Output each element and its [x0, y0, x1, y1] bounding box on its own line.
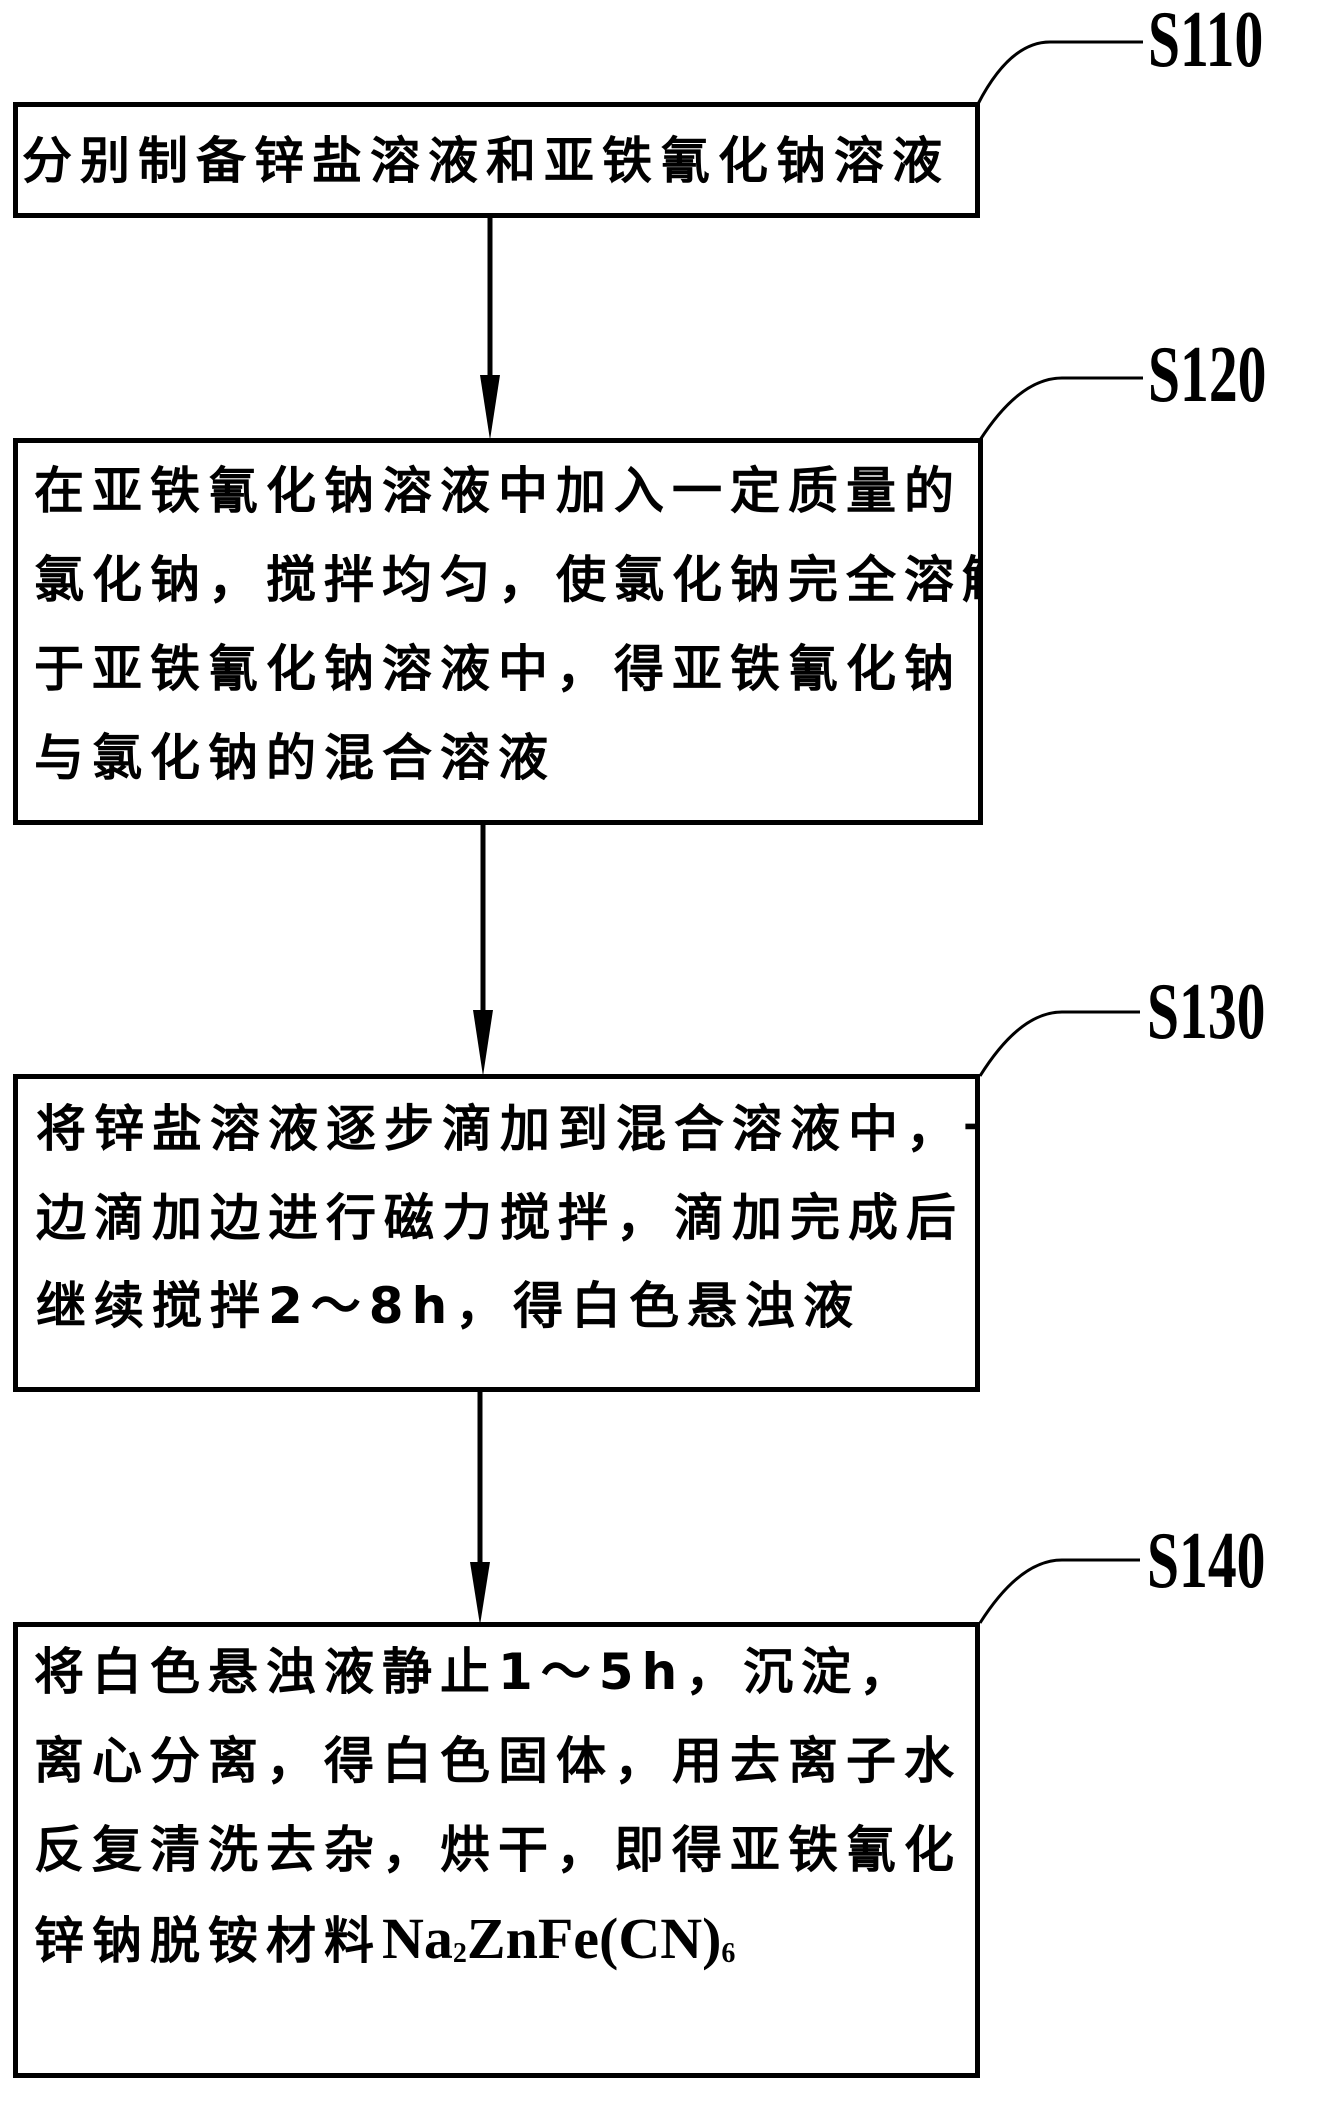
arrow-s110-to-s120: [480, 215, 500, 440]
step-text-line: 在亚铁氰化钠溶液中加入一定质量的: [34, 462, 962, 520]
formula-subscript: 6: [721, 1938, 736, 1969]
step-text-line: 离心分离，得白色固体，用去离子水: [34, 1732, 962, 1790]
step-text-line: 反复清洗去杂，烘干，即得亚铁氰化: [34, 1821, 962, 1879]
leader-line-s130: [978, 1010, 1140, 1077]
step-box-s110: 分别制备锌盐溶液和亚铁氰化钠溶液: [13, 102, 980, 218]
step-text-line: 氯化钠，搅拌均匀，使氯化钠完全溶解: [34, 551, 983, 609]
step-label-s120: S120: [1148, 331, 1267, 419]
formula-part: Na: [382, 1906, 453, 1971]
leader-line-s110: [976, 40, 1143, 105]
step-box-s120: 在亚铁氰化钠溶液中加入一定质量的 氯化钠，搅拌均匀，使氯化钠完全溶解 于亚铁氰化…: [13, 438, 983, 825]
leader-line-s140: [978, 1558, 1140, 1624]
step-text-line: 于亚铁氰化钠溶液中，得亚铁氰化钠: [34, 640, 962, 698]
formula-subscript: 2: [452, 1938, 467, 1969]
step-label-s130: S130: [1147, 968, 1266, 1056]
step-text-line-with-formula: 锌钠脱铵材料Na2ZnFe(CN)6: [34, 1909, 735, 1984]
step-box-s130: 将锌盐溶液逐步滴加到混合溶液中，一 边滴加边进行磁力搅拌，滴加完成后 继续搅拌2…: [13, 1074, 980, 1392]
step-text-line: 与氯化钠的混合溶液: [34, 729, 556, 787]
step-text-line: 将白色悬浊液静止1～5h，沉淀，: [34, 1643, 918, 1701]
step-label-s140: S140: [1147, 1517, 1266, 1605]
step-text-line: 继续搅拌2～8h，得白色悬浊液: [36, 1277, 862, 1335]
step-text-prefix: 锌钠脱铵材料: [34, 1912, 382, 1970]
step-text-line: 将锌盐溶液逐步滴加到混合溶液中，一: [36, 1100, 980, 1158]
arrow-s130-to-s140: [470, 1389, 490, 1625]
step-text-line: 边滴加边进行磁力搅拌，滴加完成后: [36, 1189, 964, 1247]
step-text-line: 分别制备锌盐溶液和亚铁氰化钠溶液: [22, 132, 950, 190]
leader-line-s120: [978, 376, 1143, 441]
chemical-formula: Na2ZnFe(CN)6: [382, 1909, 735, 1984]
step-box-s140: 将白色悬浊液静止1～5h，沉淀， 离心分离，得白色固体，用去离子水 反复清洗去杂…: [13, 1622, 980, 2078]
formula-part: ZnFe(CN): [466, 1906, 722, 1971]
step-label-s110: S110: [1148, 0, 1264, 84]
arrow-s120-to-s130: [473, 822, 493, 1076]
